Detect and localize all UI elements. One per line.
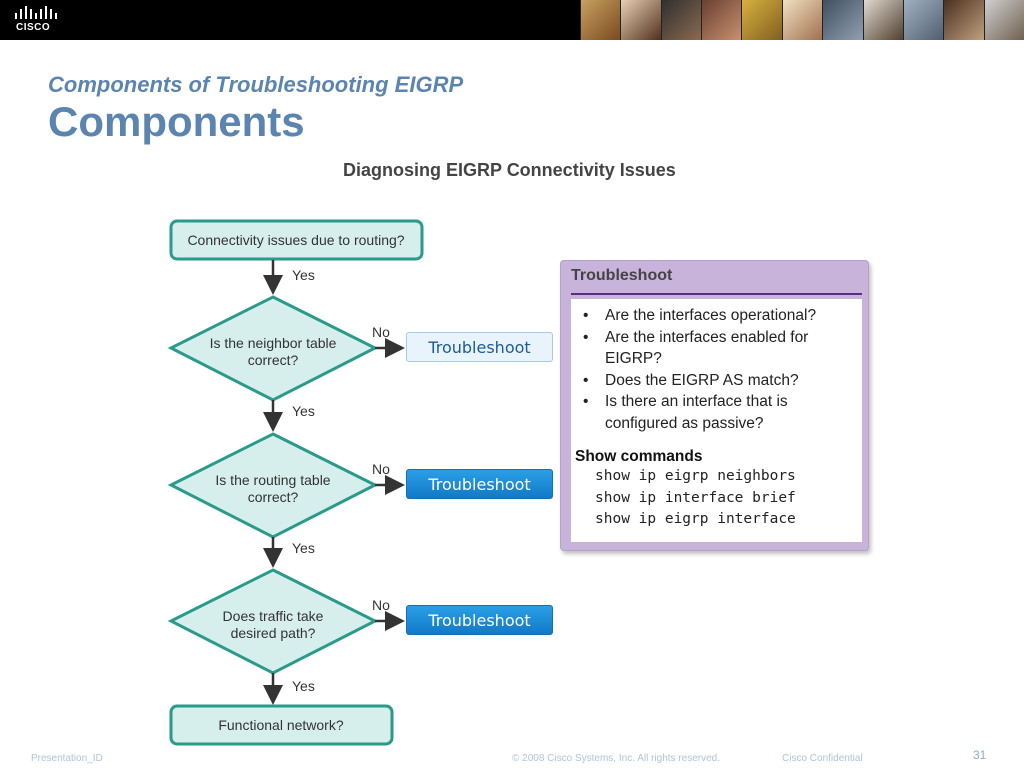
photo (741, 0, 782, 40)
decision-routing-table: Is the routing table correct? (167, 432, 379, 539)
photo (862, 0, 903, 40)
page-number: 31 (973, 748, 987, 762)
cisco-logo: CISCO (12, 6, 60, 36)
decision-label: desired path? (231, 625, 316, 641)
decision-label: correct? (248, 352, 299, 368)
no-label: No (372, 324, 390, 340)
check-item: Does the EIGRP AS match? (575, 370, 854, 392)
photo (620, 0, 661, 40)
decision-label: Is the neighbor table (210, 335, 337, 351)
decision-neighbor-table: Is the neighbor table correct? (167, 295, 379, 402)
show-commands-heading: Show commands (575, 448, 703, 465)
start-node: Connectivity issues due to routing? (169, 219, 424, 261)
yes-label: Yes (292, 540, 315, 556)
end-node-label: Functional network? (218, 717, 344, 733)
command-line: show ip eigrp neighbors (595, 468, 796, 484)
slide-title: Components (48, 98, 305, 145)
footer-copyright: © 2008 Cisco Systems, Inc. All rights re… (512, 753, 721, 764)
troubleshoot-button-routing[interactable]: Troubleshoot (406, 469, 553, 499)
photo (983, 0, 1024, 40)
yes-label: Yes (292, 403, 315, 419)
troubleshoot-panel: Troubleshoot Are the interfaces operatio… (560, 260, 869, 551)
photo-strip (580, 0, 1024, 40)
start-node-label: Connectivity issues due to routing? (187, 232, 404, 248)
check-item: Is there an interface that is configured… (575, 391, 854, 434)
command-line: show ip eigrp interface (595, 511, 796, 527)
photo (701, 0, 742, 40)
decision-label: Does traffic take (223, 608, 324, 624)
decision-label: correct? (248, 489, 299, 505)
header-banner: CISCO (0, 0, 1024, 40)
panel-header: Troubleshoot (571, 267, 673, 284)
footer-presentation-id: Presentation_ID (31, 753, 103, 764)
decision-traffic-path: Does traffic take desired path? (167, 568, 379, 675)
no-label: No (372, 597, 390, 613)
end-node: Functional network? (169, 704, 394, 746)
photo (902, 0, 944, 40)
check-item: Are the interfaces operational? (575, 305, 854, 327)
troubleshoot-button-path[interactable]: Troubleshoot (406, 605, 553, 635)
cisco-bars-icon (15, 6, 57, 19)
no-label: No (372, 461, 390, 477)
panel-body: Are the interfaces operational? Are the … (571, 299, 862, 542)
check-item: Are the interfaces enabled for EIGRP? (575, 327, 854, 370)
photo (660, 0, 702, 40)
logo-text: CISCO (16, 22, 51, 33)
photo (822, 0, 863, 40)
photo (580, 0, 621, 40)
yes-label: Yes (292, 267, 315, 283)
diagram-title: Diagnosing EIGRP Connectivity Issues (343, 160, 676, 180)
troubleshoot-button-neighbor[interactable]: Troubleshoot (406, 332, 553, 362)
decision-label: Is the routing table (215, 472, 330, 488)
panel-divider (571, 293, 862, 295)
check-list: Are the interfaces operational? Are the … (575, 305, 854, 434)
photo (781, 0, 823, 40)
command-line: show ip interface brief (595, 489, 796, 506)
yes-label: Yes (292, 678, 315, 694)
footer-classification: Cisco Confidential (782, 753, 863, 764)
photo (943, 0, 984, 40)
slide-subtitle: Components of Troubleshooting EIGRP (48, 72, 464, 97)
